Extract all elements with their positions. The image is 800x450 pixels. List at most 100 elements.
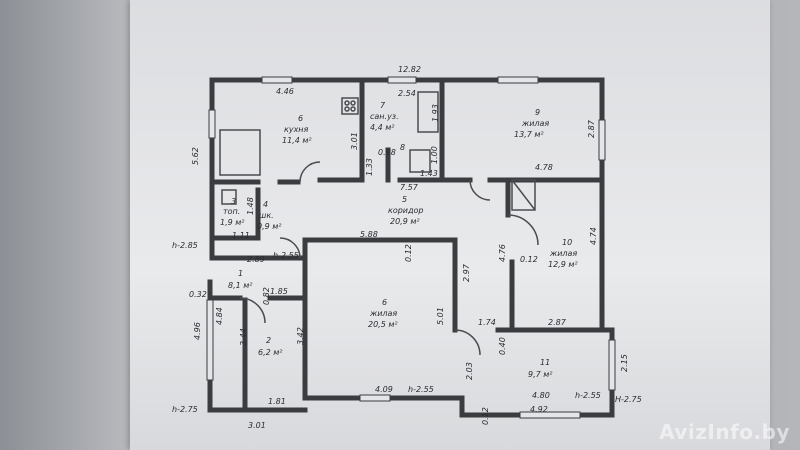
- svg-text:кухня: кухня: [284, 125, 309, 134]
- dim-overall-bottom: 3.01: [248, 421, 266, 430]
- bathtub: [417, 91, 439, 133]
- window: [261, 76, 293, 84]
- dim: 3.01: [350, 132, 359, 150]
- height-mark: h-2.85: [172, 241, 198, 250]
- door: [279, 237, 301, 259]
- room-6-living: 6 жилая 20,5 м²: [368, 298, 398, 329]
- svg-text:9,7 м²: 9,7 м²: [528, 370, 553, 379]
- dim: 4.46: [276, 87, 294, 96]
- boiler: [221, 189, 237, 205]
- left-page: [0, 0, 132, 450]
- dim: 1.85: [270, 287, 288, 296]
- dim: 0.32: [189, 290, 207, 299]
- dim: 4.80: [532, 391, 550, 400]
- svg-text:3: 3: [231, 197, 236, 206]
- svg-text:6: 6: [382, 298, 387, 307]
- height-mark: h-2.55: [575, 391, 601, 400]
- svg-text:13,7 м²: 13,7 м²: [514, 130, 544, 139]
- door: [239, 297, 266, 324]
- window: [387, 76, 417, 84]
- svg-text:20,5 м²: 20,5 м²: [368, 320, 398, 329]
- svg-text:11,4 м²: 11,4 м²: [282, 136, 312, 145]
- svg-text:6,2 м²: 6,2 м²: [258, 348, 283, 357]
- room-1: 1 8,1 м²: [228, 269, 253, 290]
- dim: 1.43: [420, 169, 438, 178]
- dim: 0.82: [262, 287, 271, 305]
- svg-text:8,1 м²: 8,1 м²: [228, 281, 253, 290]
- shower: [409, 149, 431, 173]
- dim: 4.78: [535, 163, 553, 172]
- room-closet: 4 шк. 0,9 м²: [257, 200, 282, 231]
- room-kitchen: 6 кухня 11,4 м²: [282, 114, 312, 145]
- dim: 1.81: [268, 397, 286, 406]
- svg-text:сан.уз.: сан.уз.: [370, 112, 399, 121]
- dim-overall-top: 12.82: [398, 65, 421, 74]
- svg-text:4,4 м²: 4,4 м²: [370, 123, 395, 132]
- svg-text:жилая: жилая: [369, 309, 397, 318]
- dim: 4.09: [375, 385, 393, 394]
- dim: 2.15: [620, 354, 629, 372]
- dim: 0.12: [404, 244, 413, 262]
- svg-text:5: 5: [402, 195, 407, 204]
- dim: 2.87: [548, 318, 567, 327]
- door: [299, 161, 321, 183]
- door: [454, 329, 481, 356]
- dim: 2.97: [462, 263, 471, 282]
- dim: 5.88: [360, 230, 378, 239]
- room-corridor: 5 коридор 20,9 м²: [388, 195, 424, 226]
- dim: 1.93: [431, 104, 440, 122]
- room-10: 10 жилая 12,9 м²: [548, 238, 578, 269]
- svg-text:топ.: топ.: [223, 207, 240, 216]
- svg-text:12,9 м²: 12,9 м²: [548, 260, 578, 269]
- svg-text:жилая: жилая: [549, 249, 577, 258]
- dim: 0.40: [498, 337, 507, 355]
- door: [469, 179, 491, 201]
- room-11: 11 9,7 м²: [528, 358, 553, 379]
- dim-overall-left: 5.62: [191, 147, 200, 165]
- dim: 2.89: [247, 255, 265, 264]
- svg-text:коридор: коридор: [388, 206, 424, 215]
- svg-text:4: 4: [263, 200, 268, 209]
- kitchen-counter: [219, 129, 261, 176]
- outer-wall-bottom: [302, 327, 615, 418]
- window: [206, 299, 214, 381]
- svg-text:шк.: шк.: [259, 211, 274, 220]
- dim: 4.92: [530, 405, 548, 414]
- dim: 0.98: [378, 148, 396, 157]
- dim: 5.01: [436, 307, 445, 325]
- dim: 1.74: [478, 318, 496, 327]
- svg-text:9: 9: [535, 108, 540, 117]
- dim: 3.44: [239, 328, 248, 346]
- window: [497, 76, 539, 84]
- svg-text:1: 1: [238, 269, 243, 278]
- paper-sheet: [130, 0, 770, 450]
- dim: 4.74: [589, 227, 598, 245]
- stairs: [511, 179, 536, 211]
- room-8: 8: [400, 143, 405, 152]
- window: [598, 119, 606, 161]
- outer-wall-left-lower: [207, 279, 308, 413]
- height-mark: h-2.55: [273, 251, 299, 260]
- kitchen-right-wall: [317, 82, 365, 183]
- svg-text:жилая: жилая: [521, 119, 549, 128]
- dim: 1.11: [232, 231, 250, 240]
- window: [359, 394, 391, 402]
- window: [608, 339, 616, 391]
- dim: 2.03: [465, 362, 474, 380]
- window: [519, 411, 581, 419]
- svg-text:0,9 м²: 0,9 м²: [257, 222, 282, 231]
- outer-wall: [209, 77, 605, 333]
- dim: 1.48: [246, 197, 255, 215]
- svg-text:10: 10: [562, 238, 572, 247]
- watermark: AvizInfo.by: [659, 420, 790, 444]
- height-mark: h-2.55: [408, 385, 434, 394]
- svg-text:8: 8: [400, 143, 405, 152]
- window: [208, 109, 216, 139]
- room-bathroom: 7 сан.уз. 4,4 м²: [370, 101, 399, 132]
- svg-text:20,9 м²: 20,9 м²: [390, 217, 420, 226]
- height-mark: H-2.75: [615, 395, 642, 404]
- dim: 4.96: [193, 322, 202, 340]
- svg-text:2: 2: [266, 336, 271, 345]
- room-2: 2 6,2 м²: [258, 336, 283, 357]
